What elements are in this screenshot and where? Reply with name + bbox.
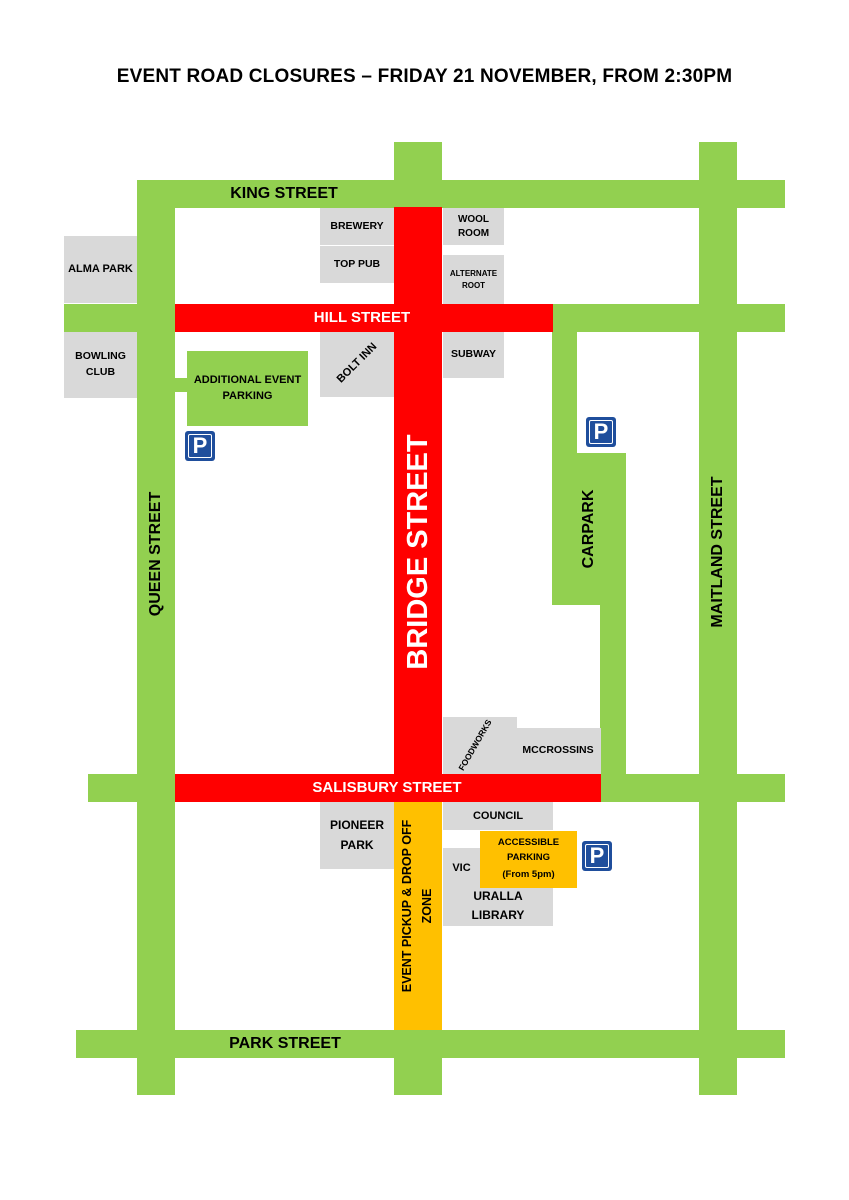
library-block	[443, 886, 553, 926]
hill-street-closed-road	[175, 304, 553, 332]
pickup-zone-label: EVENT PICKUP & DROP OFF ZONE	[400, 819, 434, 993]
queen-street-south-road	[137, 455, 175, 1095]
vic-block	[443, 848, 480, 888]
brewery-block	[320, 208, 394, 245]
subway-label: SUBWAY	[450, 348, 497, 361]
bowling-club-label: BOWLING CLUB	[75, 350, 126, 378]
queen-street-north-road	[137, 180, 175, 455]
page-title: EVENT ROAD CLOSURES – FRIDAY 21 NOVEMBER…	[116, 66, 733, 87]
bridge-street-label: BRIDGE STREET	[402, 434, 434, 670]
council-block	[443, 802, 553, 830]
parking-sign-icon: P	[185, 431, 215, 461]
parking-sign-letter: P	[589, 420, 613, 444]
maitland-street-label: MAITLAND STREET	[709, 476, 726, 628]
bowling-club-block	[64, 332, 137, 398]
additional-event-parking-area	[187, 351, 308, 426]
top-pub-label: TOP PUB	[333, 257, 381, 270]
subway-block	[443, 332, 504, 378]
parking-access-lane	[175, 378, 189, 392]
hill-street-label: HILL STREET	[313, 308, 411, 326]
carpark-lane-lower	[600, 600, 626, 778]
mccrossins-label: MCCROSSINS	[522, 744, 594, 757]
uralla-library-label: URALLA LIBRARY	[471, 888, 525, 922]
wool-room-block	[443, 208, 504, 245]
parking-sign-icon: P	[586, 417, 616, 447]
bridge-street-south-stub	[394, 1028, 442, 1095]
accessible-parking-label: ACCESSIBLE PARKING	[497, 836, 560, 863]
bolt-inn-block	[320, 332, 394, 397]
carpark-area	[552, 453, 626, 605]
carpark-label: CARPARK	[580, 489, 597, 569]
brewery-label: BREWERY	[330, 219, 384, 232]
alternate-root-block	[443, 255, 504, 304]
mccrossins-block	[515, 728, 601, 774]
king-street-label: KING STREET	[230, 185, 338, 202]
additional-parking-label: ADDITIONAL EVENT PARKING	[193, 373, 302, 403]
accessible-parking-area	[480, 831, 577, 888]
foodworks-block	[443, 717, 517, 774]
vic-label: VIC	[452, 861, 471, 874]
maitland-street-road	[699, 142, 737, 1095]
bridge-street-north-stub	[394, 142, 442, 182]
park-street-label: PARK STREET	[229, 1035, 341, 1052]
alma-park-label: ALMA PARK	[68, 263, 133, 276]
salisbury-street-label: SALISBURY STREET	[312, 778, 462, 796]
top-pub-block	[320, 246, 394, 283]
salisbury-street-east-road	[600, 774, 785, 802]
pioneer-park-label: PIONEER PARK	[329, 818, 384, 852]
event-pickup-zone	[394, 802, 442, 1030]
parking-sign-letter: P	[585, 844, 609, 868]
hill-street-east-road	[552, 304, 785, 332]
king-street-road	[137, 180, 785, 208]
accessible-parking-note: (From 5pm)	[502, 868, 555, 880]
council-label: COUNCIL	[472, 809, 524, 822]
parking-sign-letter: P	[188, 434, 212, 458]
salisbury-street-closed-road	[175, 774, 601, 802]
parking-sign-icon: P	[582, 841, 612, 871]
queen-street-label: QUEEN STREET	[147, 491, 164, 617]
alternate-root-label: ALTERNATE ROOT	[449, 268, 498, 290]
wool-room-label: WOOL ROOM	[457, 214, 490, 239]
alma-park-block	[64, 236, 137, 303]
pioneer-park-block	[320, 802, 394, 869]
